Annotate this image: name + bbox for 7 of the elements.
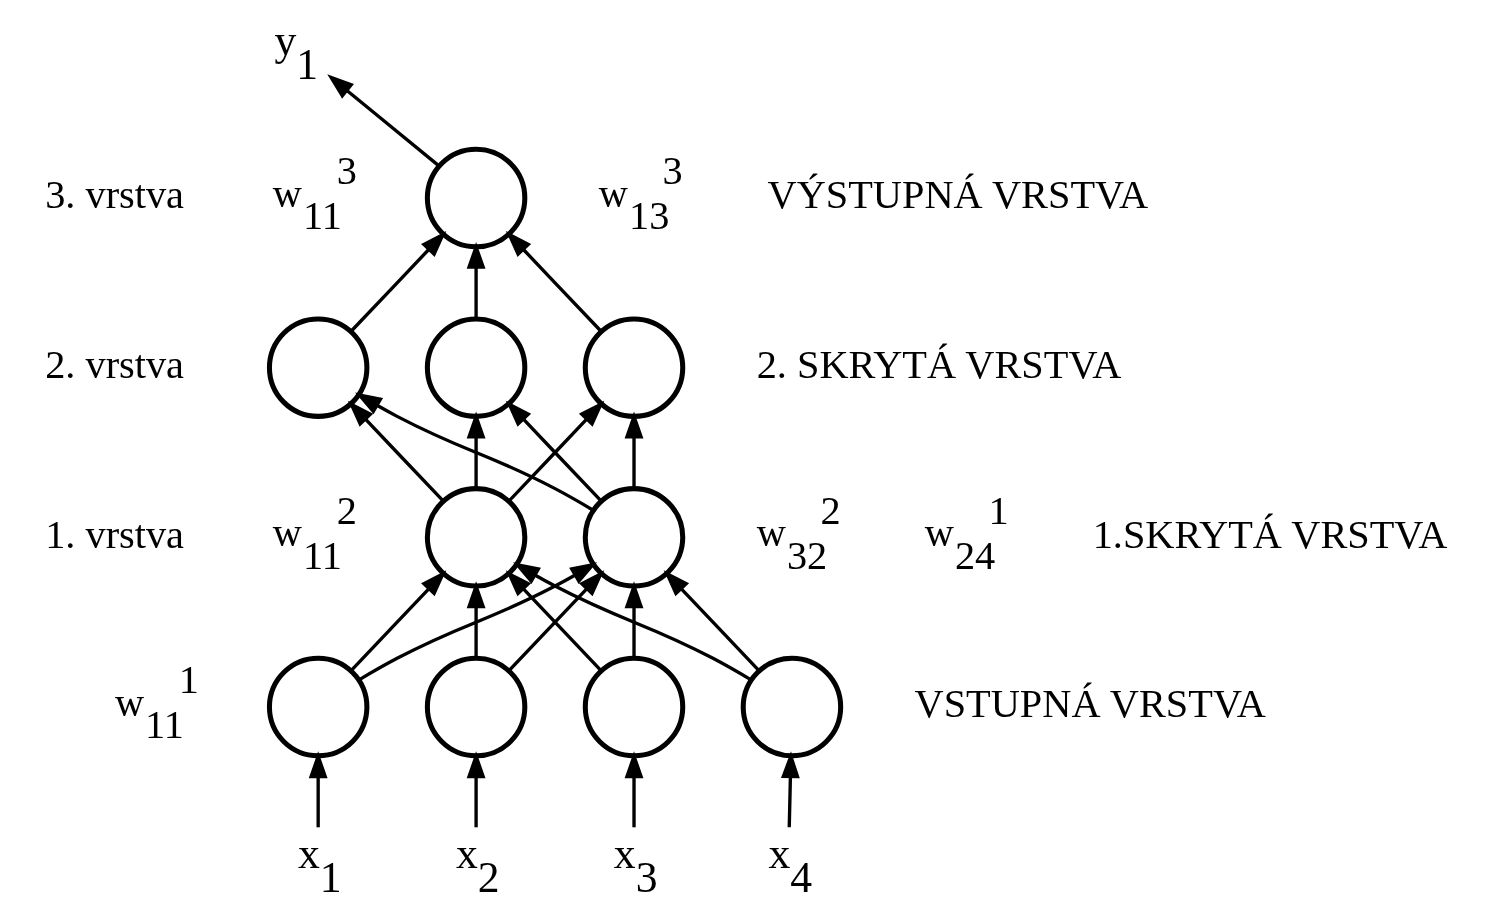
- label: 3. vrstva: [44, 172, 184, 218]
- label: 1. vrstva: [44, 511, 184, 557]
- label: VÝSTUPNÁ VRSTVA: [767, 172, 1148, 218]
- label: 1.SKRYTÁ VRSTVA: [1092, 511, 1447, 557]
- label: VSTUPNÁ VRSTVA: [914, 681, 1266, 727]
- label: 2. vrstva: [44, 342, 184, 388]
- label: 2. SKRYTÁ VRSTVA: [756, 342, 1121, 388]
